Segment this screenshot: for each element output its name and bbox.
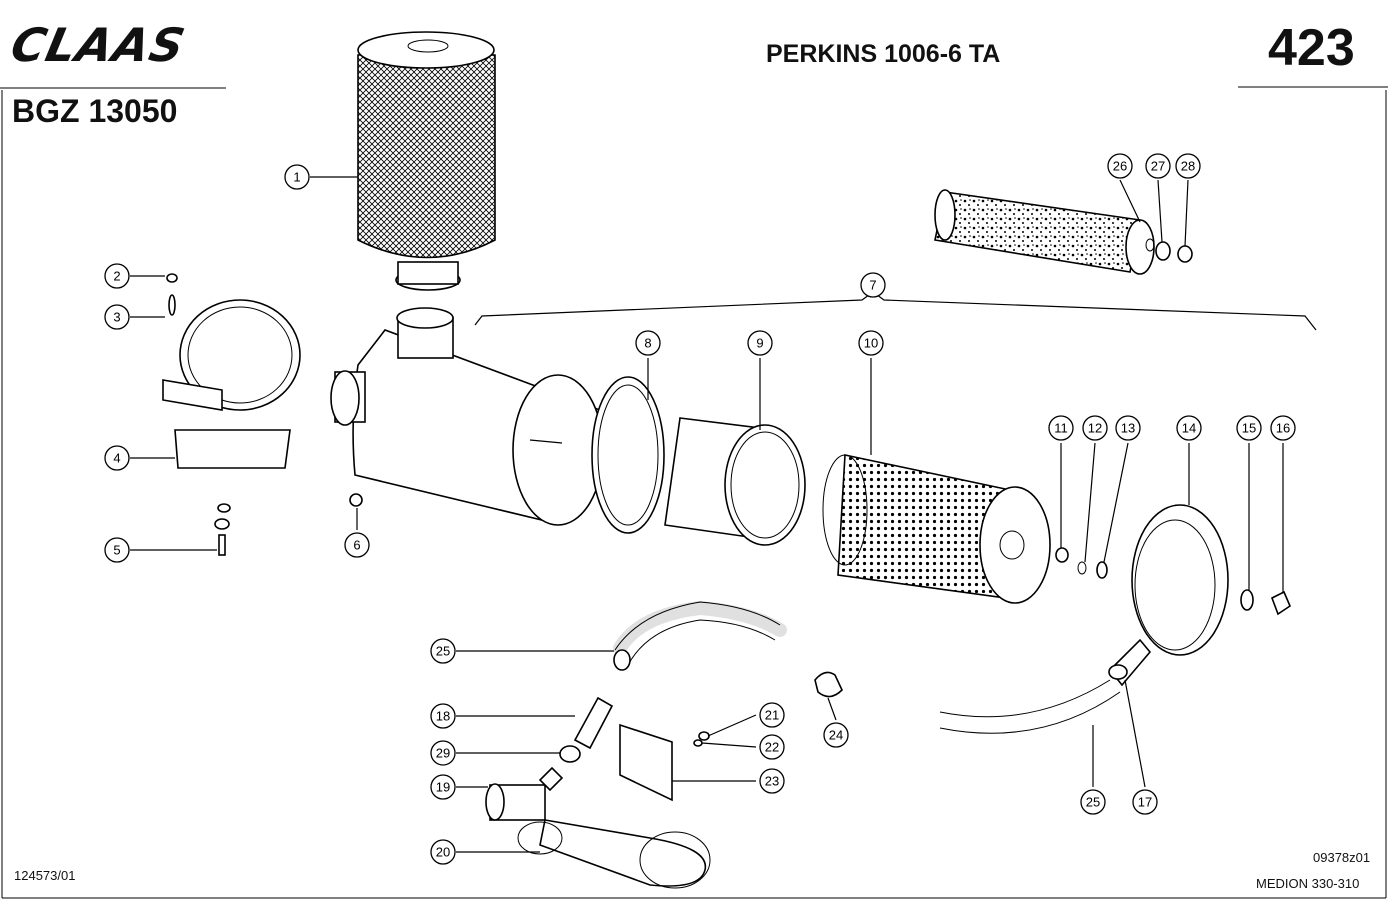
- callout-25-upper: 25: [430, 638, 456, 664]
- svg-text:15: 15: [1242, 421, 1256, 436]
- callout-8: 8: [635, 330, 661, 356]
- callout-24: 24: [823, 722, 849, 748]
- svg-text:17: 17: [1138, 795, 1152, 810]
- callout-4: 4: [104, 445, 130, 471]
- svg-text:9: 9: [756, 336, 763, 351]
- svg-text:6: 6: [353, 538, 360, 553]
- svg-text:28: 28: [1181, 159, 1195, 174]
- document-id: BGZ 13050: [12, 93, 178, 129]
- callout-7: 7: [860, 272, 886, 298]
- callout-17: 17: [1132, 789, 1158, 815]
- svg-text:23: 23: [765, 774, 779, 789]
- callout-9: 9: [747, 330, 773, 356]
- svg-text:18: 18: [436, 709, 450, 724]
- callout-23: 23: [759, 768, 785, 794]
- svg-text:22: 22: [765, 740, 779, 755]
- svg-text:19: 19: [436, 780, 450, 795]
- callout-2: 2: [104, 263, 130, 289]
- svg-text:26: 26: [1113, 159, 1127, 174]
- svg-text:20: 20: [436, 845, 450, 860]
- main-filter-element-part: [822, 454, 1051, 604]
- callout-5: 5: [104, 537, 130, 563]
- svg-text:13: 13: [1121, 421, 1135, 436]
- callout-27: 27: [1145, 153, 1171, 179]
- svg-text:1: 1: [293, 170, 300, 185]
- svg-text:10: 10: [864, 336, 878, 351]
- svg-text:25: 25: [436, 644, 450, 659]
- drawing-ref-right: 09378z01: [1313, 850, 1371, 865]
- callout-10: 10: [858, 330, 884, 356]
- group-bracket: [474, 291, 1317, 331]
- drawing-ref-left: 124573/01: [14, 868, 76, 883]
- small-hardware-parts: [1055, 504, 1291, 656]
- hose-clip-part: [814, 671, 843, 698]
- callout-3: 3: [104, 304, 130, 330]
- svg-text:27: 27: [1151, 159, 1165, 174]
- callout-22: 22: [759, 734, 785, 760]
- svg-text:21: 21: [765, 708, 779, 723]
- callout-20: 20: [430, 839, 456, 865]
- callout-14: 14: [1176, 415, 1202, 441]
- svg-text:2: 2: [113, 269, 120, 284]
- pre-cleaner-part: [357, 31, 496, 291]
- svg-text:8: 8: [644, 336, 651, 351]
- svg-text:11: 11: [1054, 421, 1068, 436]
- callout-12: 12: [1082, 415, 1108, 441]
- svg-text:12: 12: [1088, 421, 1102, 436]
- svg-text:7: 7: [869, 278, 876, 293]
- callout-16: 16: [1270, 415, 1296, 441]
- callout-26: 26: [1107, 153, 1133, 179]
- safety-element-part: [934, 189, 1193, 275]
- svg-text:5: 5: [113, 543, 120, 558]
- page-frame: [0, 86, 1388, 899]
- svg-text:14: 14: [1182, 421, 1196, 436]
- filter-housing-part: [330, 307, 604, 526]
- svg-text:25: 25: [1086, 795, 1100, 810]
- svg-text:29: 29: [436, 746, 450, 761]
- hose-parts: [613, 600, 1152, 734]
- dust-valve-assembly-parts: [485, 696, 711, 889]
- svg-text:16: 16: [1276, 421, 1290, 436]
- page-title: PERKINS 1006-6 TA: [766, 40, 1001, 68]
- callout-11: 11: [1048, 415, 1074, 441]
- callout-19: 19: [430, 774, 456, 800]
- callout-21: 21: [759, 702, 785, 728]
- seal-ring-part: [591, 376, 665, 534]
- svg-text:4: 4: [113, 451, 120, 466]
- page-number: 423: [1268, 19, 1355, 77]
- callout-25-lower: 25: [1080, 789, 1106, 815]
- leader-lines: [130, 176, 1284, 853]
- callout-28: 28: [1175, 153, 1201, 179]
- svg-text:3: 3: [113, 310, 120, 325]
- callout-15: 15: [1236, 415, 1262, 441]
- callout-6: 6: [344, 532, 370, 558]
- callout-1: 1: [284, 164, 310, 190]
- model-name: MEDION 330-310: [1256, 876, 1360, 891]
- callout-18: 18: [430, 703, 456, 729]
- callout-13: 13: [1115, 415, 1141, 441]
- mounting-band-part: [162, 273, 301, 556]
- svg-text:24: 24: [829, 728, 843, 743]
- inner-element-part: [664, 417, 806, 546]
- callout-29: 29: [430, 740, 456, 766]
